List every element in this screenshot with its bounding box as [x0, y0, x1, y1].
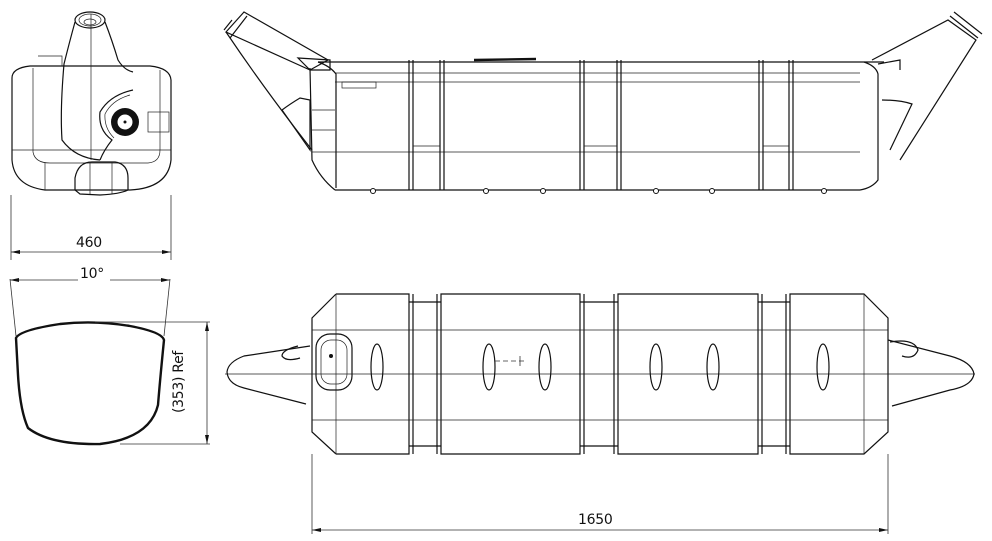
angle-dimension-label: 10° — [80, 266, 104, 282]
width-dimension-label: 460 — [76, 235, 102, 251]
side-view — [223, 11, 983, 194]
width-dimension — [10, 195, 172, 260]
length-dimension-label: 1650 — [578, 512, 613, 528]
length-dimension — [312, 528, 888, 532]
height-ref-label: (353) Ref — [171, 350, 188, 414]
top-view — [225, 293, 975, 534]
section-view — [9, 278, 210, 446]
end-view — [11, 11, 172, 196]
